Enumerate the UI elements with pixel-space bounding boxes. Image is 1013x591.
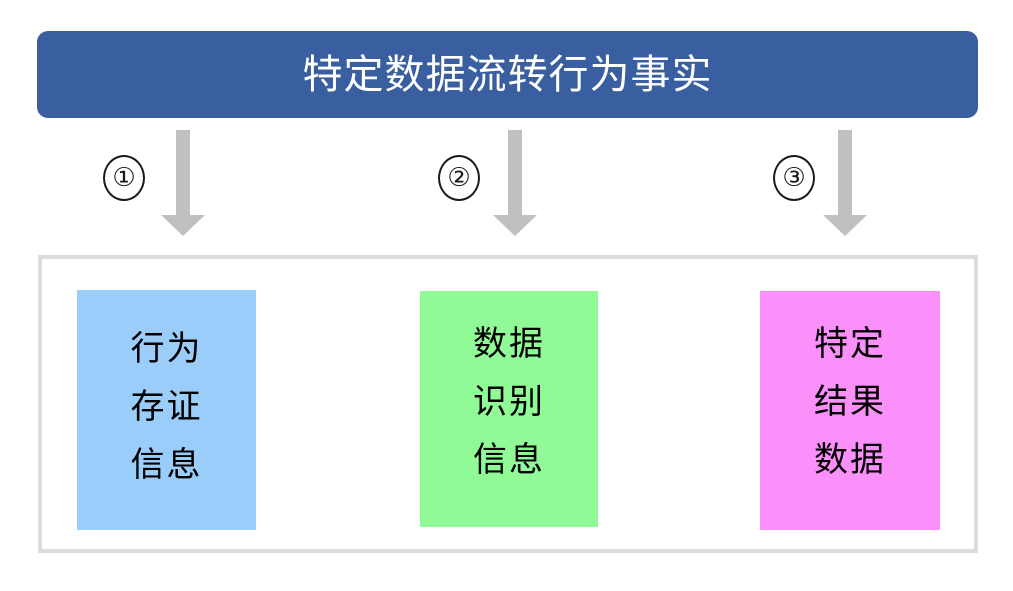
step-marker-2: ② [438,155,480,201]
category-line: 行为 [130,329,203,369]
category-box-behavior-evidence: 行为 存证 信息 [77,290,256,530]
category-box-data-identification: 数据 识别 信息 [420,291,598,527]
down-arrow-icon-3 [822,130,868,237]
diagram-title-banner: 特定数据流转行为事实 [37,31,978,118]
page-title: 特定数据流转行为事实 [302,51,713,98]
category-line: 特定 [814,324,886,364]
step-marker-1: ① [103,155,145,201]
down-arrow-icon-2 [492,130,538,237]
step-marker-3: ③ [773,155,815,201]
category-line: 识别 [473,382,545,422]
category-line: 信息 [473,440,545,480]
category-line: 数据 [473,324,545,364]
category-line: 存证 [130,387,203,427]
category-line: 信息 [130,445,203,485]
category-line: 结果 [814,382,886,422]
down-arrow-icon-1 [160,130,206,237]
category-box-specific-result-data: 特定 结果 数据 [760,291,940,530]
category-line: 数据 [814,440,886,480]
